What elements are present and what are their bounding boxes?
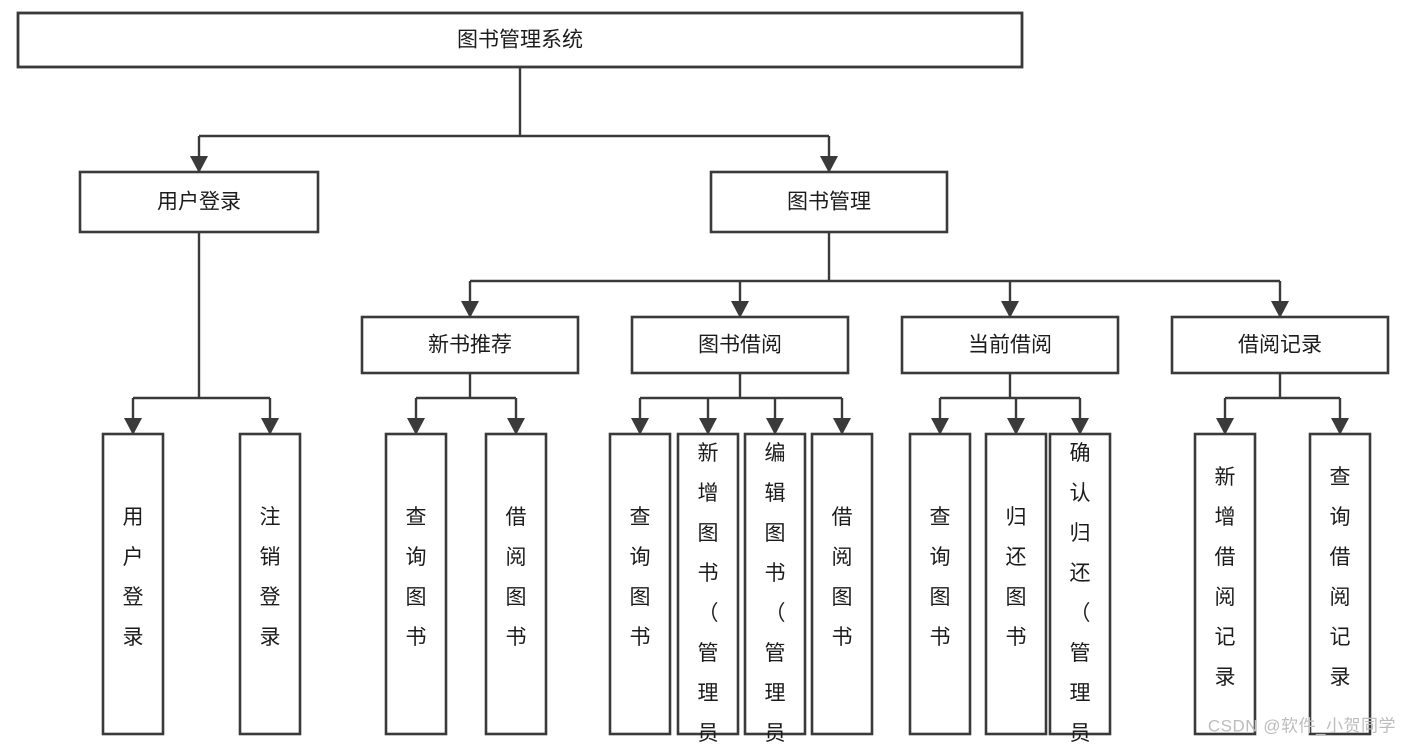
- arrow-head-icon: [124, 418, 142, 435]
- node-label-new-book-recommend: 新书推荐: [428, 334, 512, 357]
- edge-layer: [124, 67, 1349, 435]
- node-root[interactable]: 图书管理系统: [16, 11, 1024, 69]
- node-leaf-confirm-return[interactable]: 确认归还（管理员）: [1048, 432, 1112, 747]
- node-box-leaf-confirm-return[interactable]: [1048, 432, 1112, 736]
- node-box-book-borrow[interactable]: [630, 315, 850, 375]
- edge-group-current-borrow: [931, 373, 1089, 435]
- csdn-watermark: CSDN @软件_小贺同学: [1208, 716, 1396, 735]
- node-leaf-borrow-book[interactable]: 借阅图书: [810, 432, 874, 736]
- arrow-head-icon: [1216, 418, 1234, 435]
- node-box-leaf-query-borrow-record[interactable]: [1308, 432, 1372, 736]
- node-leaf-add-book[interactable]: 新增图书（管理员）: [676, 432, 740, 747]
- node-leaf-user-logout[interactable]: 注销登录: [238, 432, 302, 736]
- node-leaf-return-book[interactable]: 归还图书: [984, 432, 1048, 736]
- node-label-user-login: 用户登录: [157, 191, 241, 214]
- node-box-leaf-user-login[interactable]: [101, 432, 165, 736]
- node-label-leaf-borrow-book: 借阅图书: [832, 506, 853, 649]
- edge-group-user-login: [124, 232, 279, 435]
- node-leaf-edit-book[interactable]: 编辑图书（管理员）: [743, 432, 807, 747]
- edge-group-book-manage: [461, 232, 1289, 318]
- node-box-leaf-add-borrow-record[interactable]: [1193, 432, 1257, 736]
- node-leaf-add-borrow-record[interactable]: 新增借阅记录: [1193, 432, 1257, 736]
- node-label-book-manage: 图书管理: [787, 191, 871, 214]
- node-borrow-record[interactable]: 借阅记录: [1170, 315, 1390, 375]
- node-label-leaf-return-book: 归还图书: [1006, 506, 1027, 649]
- node-label-leaf-query-book-current: 查询图书: [930, 506, 951, 649]
- node-box-leaf-query-book-current[interactable]: [908, 432, 972, 736]
- node-label-book-borrow: 图书借阅: [698, 334, 782, 357]
- edge-group-book-borrow: [631, 373, 851, 435]
- arrow-head-icon: [261, 418, 279, 435]
- node-label-borrow-record: 借阅记录: [1238, 334, 1322, 357]
- node-box-new-book-recommend[interactable]: [360, 315, 580, 375]
- arrow-head-icon: [731, 301, 749, 318]
- node-box-leaf-user-logout[interactable]: [238, 432, 302, 736]
- edge-group-root: [190, 67, 838, 173]
- node-leaf-query-book-recommend[interactable]: 查询图书: [384, 432, 448, 736]
- node-box-current-borrow[interactable]: [900, 315, 1120, 375]
- node-box-leaf-query-book-borrow[interactable]: [608, 432, 672, 736]
- node-label-leaf-edit-book: 编辑图书（管理员）: [765, 442, 786, 747]
- node-user-login[interactable]: 用户登录: [78, 170, 320, 234]
- arrow-head-icon: [833, 418, 851, 435]
- node-label-leaf-user-logout: 注销登录: [260, 506, 281, 649]
- arrow-head-icon: [1271, 301, 1289, 318]
- node-box-user-login[interactable]: [78, 170, 320, 234]
- node-leaf-query-borrow-record[interactable]: 查询借阅记录: [1308, 432, 1372, 736]
- node-box-borrow-record[interactable]: [1170, 315, 1390, 375]
- arrow-head-icon: [931, 418, 949, 435]
- node-box-leaf-return-book[interactable]: [984, 432, 1048, 736]
- node-label-root: 图书管理系统: [457, 29, 583, 52]
- arrow-head-icon: [407, 418, 425, 435]
- node-label-leaf-borrow-book-recommend: 借阅图书: [506, 506, 527, 649]
- arrow-head-icon: [631, 418, 649, 435]
- arrow-head-icon: [1331, 418, 1349, 435]
- arrow-head-icon: [766, 418, 784, 435]
- node-label-leaf-add-borrow-record: 新增借阅记录: [1215, 466, 1236, 689]
- node-box-leaf-borrow-book[interactable]: [810, 432, 874, 736]
- node-box-root[interactable]: [16, 11, 1024, 69]
- node-label-leaf-query-borrow-record: 查询借阅记录: [1330, 466, 1351, 689]
- node-book-manage[interactable]: 图书管理: [709, 170, 949, 234]
- arrow-head-icon: [1001, 301, 1019, 318]
- arrow-head-icon: [1071, 418, 1089, 435]
- watermark-layer: CSDN @软件_小贺同学: [1208, 716, 1396, 735]
- edge-group-borrow-record: [1216, 373, 1349, 435]
- edge-group-new-book-recommend: [407, 373, 525, 435]
- node-leaf-borrow-book-recommend[interactable]: 借阅图书: [484, 432, 548, 736]
- node-leaf-query-book-current[interactable]: 查询图书: [908, 432, 972, 736]
- node-layer: 图书管理系统用户登录图书管理新书推荐图书借阅当前借阅借阅记录用户登录注销登录查询…: [16, 11, 1390, 747]
- node-leaf-query-book-borrow[interactable]: 查询图书: [608, 432, 672, 736]
- node-leaf-user-login[interactable]: 用户登录: [101, 432, 165, 736]
- node-label-leaf-query-book-recommend: 查询图书: [406, 506, 427, 649]
- arrow-head-icon: [190, 156, 208, 173]
- node-new-book-recommend[interactable]: 新书推荐: [360, 315, 580, 375]
- node-label-leaf-user-login: 用户登录: [123, 506, 144, 649]
- node-book-borrow[interactable]: 图书借阅: [630, 315, 850, 375]
- node-label-leaf-query-book-borrow: 查询图书: [630, 506, 651, 649]
- arrow-head-icon: [820, 156, 838, 173]
- node-label-leaf-add-book: 新增图书（管理员）: [698, 442, 719, 747]
- arrow-head-icon: [1007, 418, 1025, 435]
- node-box-leaf-edit-book[interactable]: [743, 432, 807, 736]
- node-box-book-manage[interactable]: [709, 170, 949, 234]
- node-current-borrow[interactable]: 当前借阅: [900, 315, 1120, 375]
- arrow-head-icon: [507, 418, 525, 435]
- node-box-leaf-borrow-book-recommend[interactable]: [484, 432, 548, 736]
- arrow-head-icon: [461, 301, 479, 318]
- arrow-head-icon: [699, 418, 717, 435]
- node-label-current-borrow: 当前借阅: [968, 334, 1052, 357]
- node-box-leaf-add-book[interactable]: [676, 432, 740, 736]
- node-label-leaf-confirm-return: 确认归还（管理员）: [1070, 442, 1091, 747]
- node-box-leaf-query-book-recommend[interactable]: [384, 432, 448, 736]
